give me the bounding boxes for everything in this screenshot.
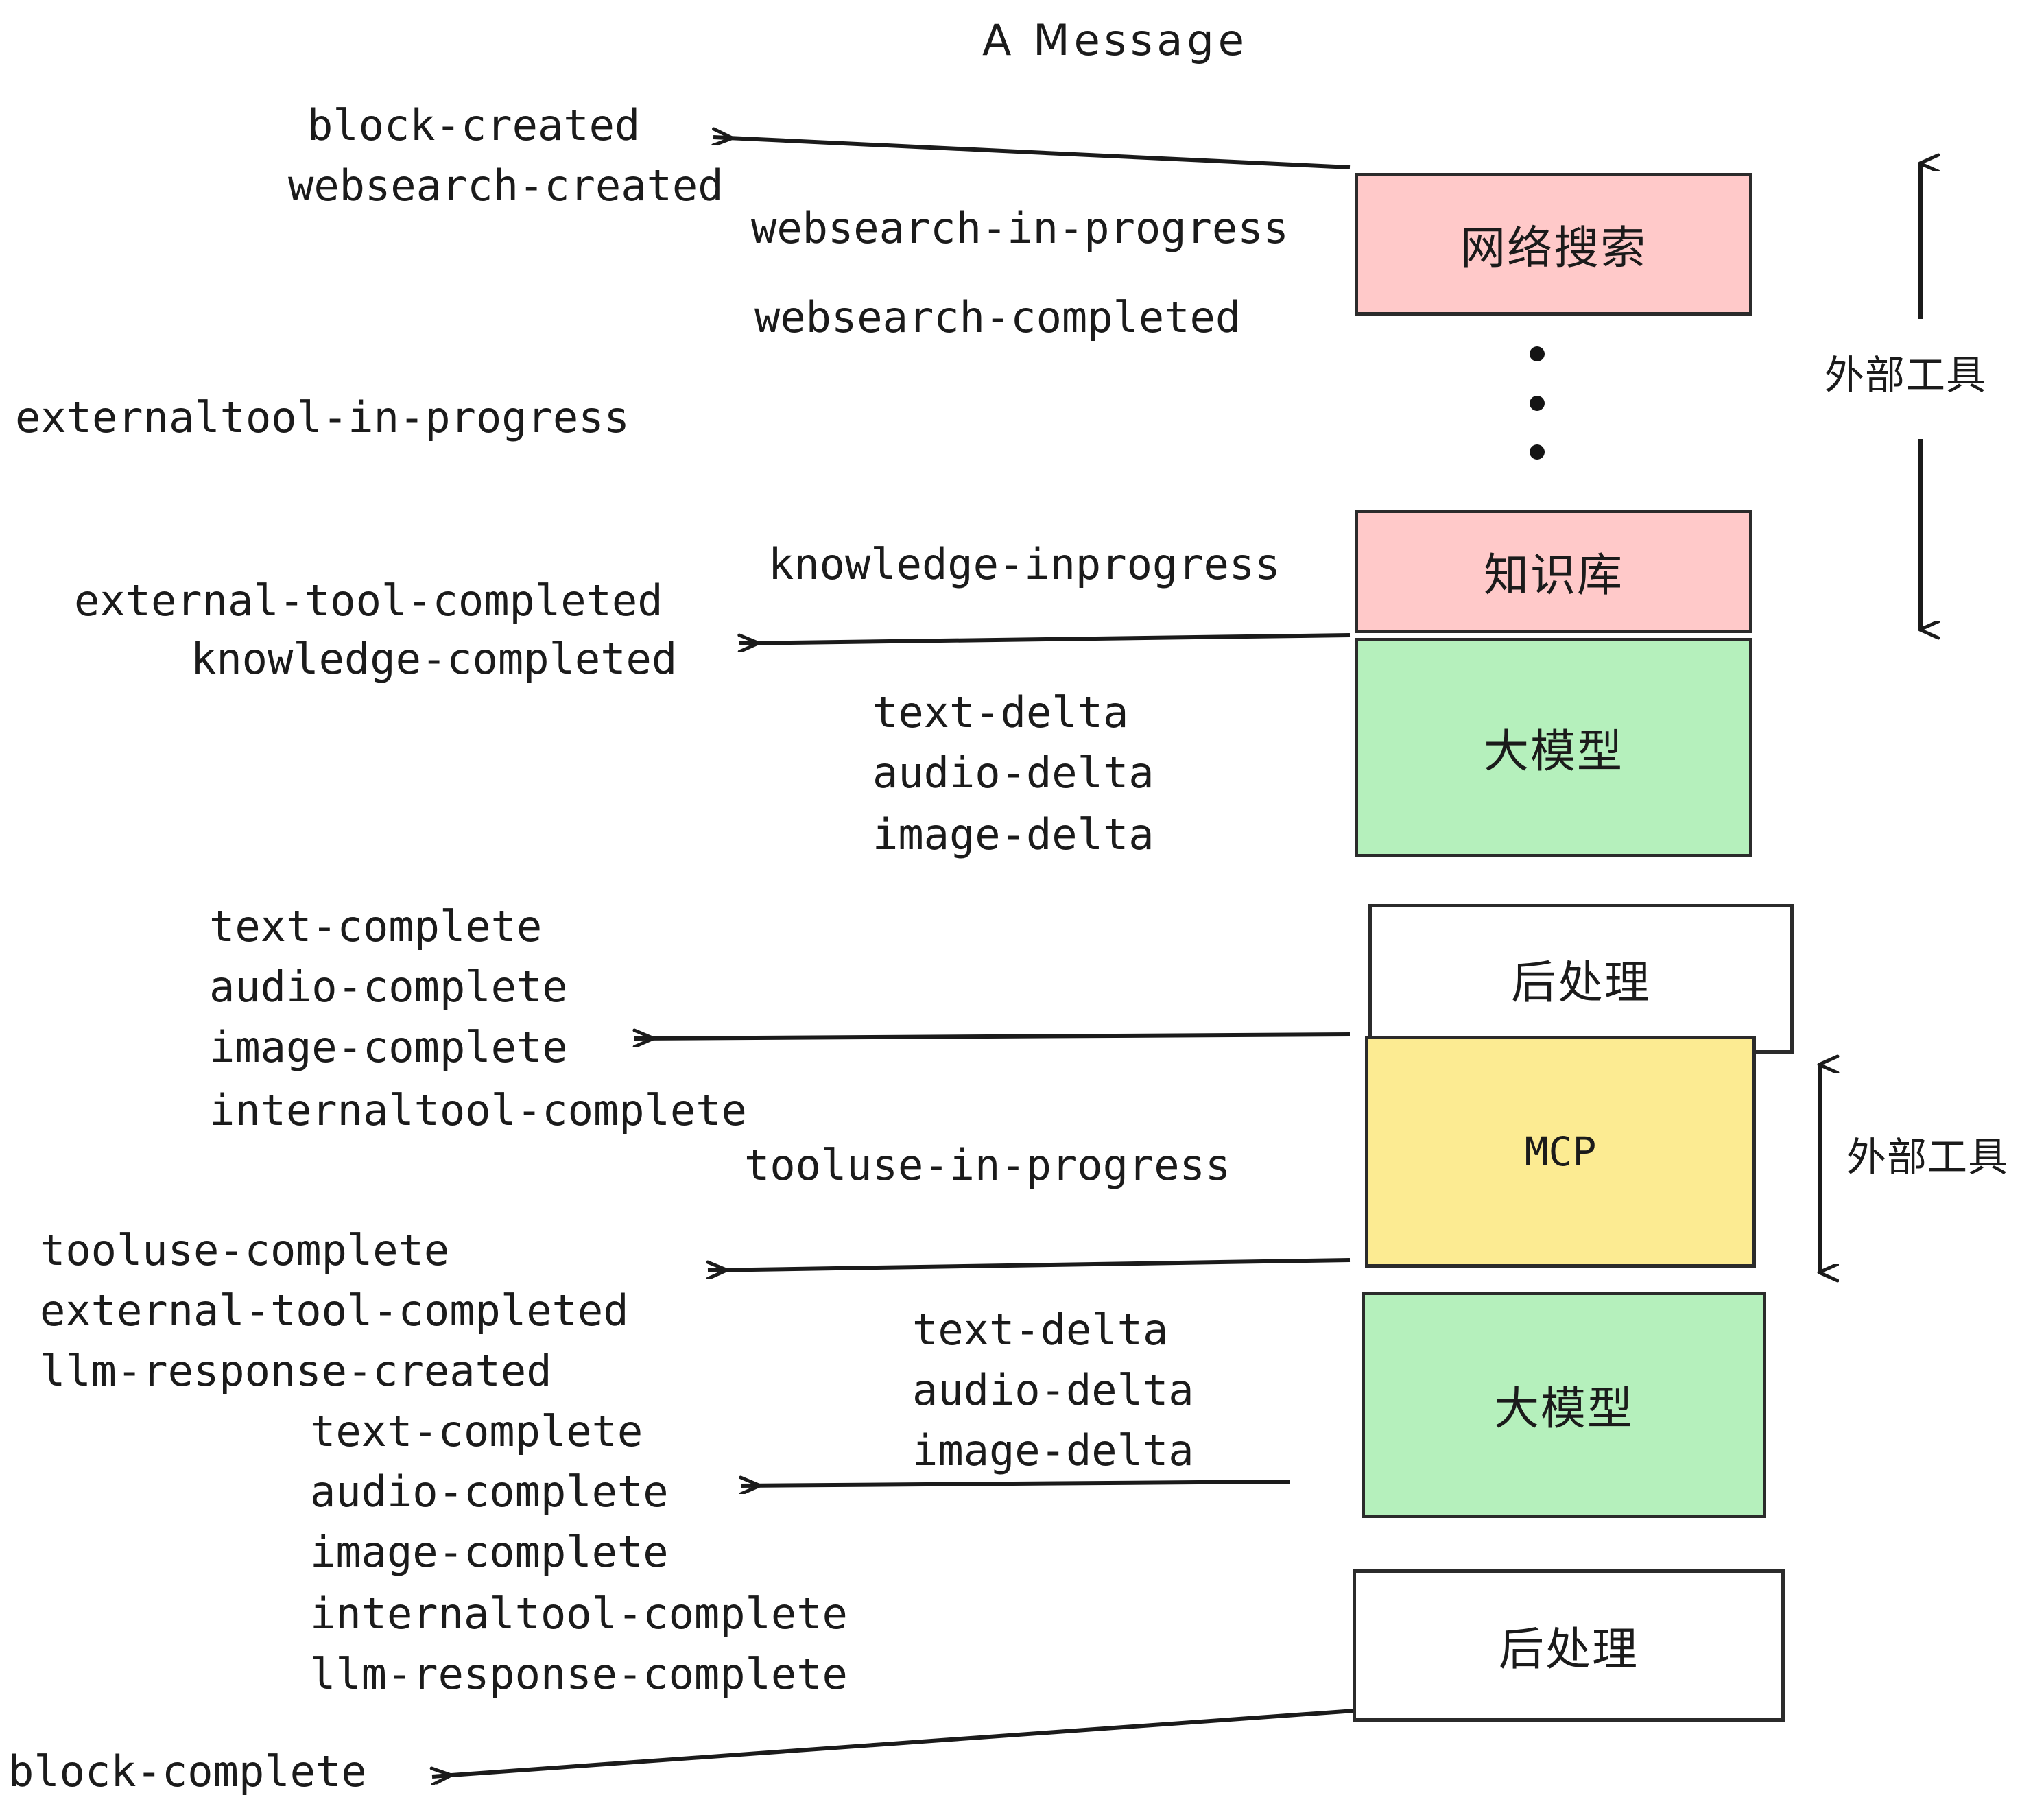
side-label-external-tool-top: 外部工具 — [1825, 343, 1986, 401]
node-mcp[interactable]: MCP — [1365, 1036, 1756, 1268]
event-tooluse-complete: tooluse-complete — [40, 1225, 450, 1275]
event-text-delta-1: text-delta — [872, 687, 1129, 737]
arrow-llm-to-audio-complete — [741, 1482, 1290, 1486]
event-externaltool-in-progress: externaltool-in-progress — [15, 392, 630, 442]
event-image-delta-1: image-delta — [872, 809, 1154, 859]
event-image-delta-2: image-delta — [912, 1425, 1194, 1475]
event-text-delta-2: text-delta — [912, 1305, 1169, 1355]
arrow-knowledge-to-completed — [739, 633, 1351, 643]
event-text-complete-2: text-complete — [310, 1406, 643, 1456]
node-postprocess-top-label: 后处理 — [1511, 956, 1651, 1009]
event-audio-delta-2: audio-delta — [912, 1365, 1194, 1415]
event-image-complete-1: image-complete — [209, 1022, 568, 1072]
arrow-mcp-to-tooluse-complete — [708, 1258, 1351, 1270]
node-postprocess-bottom-label: 后处理 — [1499, 1623, 1639, 1676]
arrow-postprocess-to-block-complete — [432, 1709, 1355, 1777]
node-llm-top[interactable]: 大模型 — [1355, 638, 1752, 857]
node-postprocess-top[interactable]: 后处理 — [1368, 904, 1794, 1054]
event-audio-complete-1: audio-complete — [209, 962, 568, 1012]
event-internaltool-complete-1: internaltool-complete — [209, 1085, 747, 1135]
node-llm-bottom[interactable]: 大模型 — [1362, 1292, 1766, 1518]
event-text-complete-1: text-complete — [209, 901, 543, 951]
node-llm-top-label: 大模型 — [1484, 725, 1624, 778]
event-block-complete: block-complete — [8, 1746, 367, 1796]
node-llm-bottom-label: 大模型 — [1494, 1382, 1634, 1435]
event-llm-response-created: llm-response-created — [40, 1346, 552, 1396]
node-mcp-label: MCP — [1524, 1128, 1597, 1175]
arrow-websearch-to-created — [713, 137, 1351, 169]
event-external-tool-completed-2: external-tool-completed — [40, 1285, 629, 1336]
event-internaltool-complete-2: internaltool-complete — [310, 1589, 848, 1639]
event-block-created: block-created — [307, 100, 641, 150]
event-websearch-in-progress: websearch-in-progress — [751, 203, 1289, 253]
arrow-postprocess-to-image-complete — [634, 1034, 1351, 1039]
side-label-external-tool-top-text: 外部工具 — [1825, 352, 1987, 399]
event-audio-delta-1: audio-delta — [872, 748, 1154, 798]
event-websearch-created: websearch-created — [288, 161, 724, 211]
node-websearch[interactable]: 网络搜索 — [1355, 173, 1752, 316]
node-postprocess-bottom[interactable]: 后处理 — [1353, 1569, 1785, 1722]
side-label-external-tool-bottom-text: 外部工具 — [1846, 1134, 2009, 1180]
event-websearch-completed: websearch-completed — [754, 292, 1241, 342]
event-image-complete-2: image-complete — [310, 1527, 669, 1577]
event-llm-response-complete: llm-response-complete — [310, 1649, 848, 1699]
diagram-title: A Message — [982, 15, 1248, 65]
event-audio-complete-2: audio-complete — [310, 1467, 669, 1517]
side-label-external-tool-bottom: 外部工具 — [1846, 1125, 2008, 1183]
node-knowledge-label: 知识库 — [1484, 549, 1624, 602]
event-external-tool-completed-1: external-tool-completed — [74, 575, 663, 626]
node-websearch-label: 网络搜索 — [1460, 222, 1647, 274]
event-knowledge-inprogress: knowledge-inprogress — [768, 539, 1281, 589]
vertical-ellipsis-icon — [1528, 346, 1546, 460]
node-knowledge[interactable]: 知识库 — [1355, 510, 1752, 633]
event-tooluse-in-progress: tooluse-in-progress — [744, 1140, 1231, 1190]
event-knowledge-completed: knowledge-completed — [191, 634, 678, 684]
